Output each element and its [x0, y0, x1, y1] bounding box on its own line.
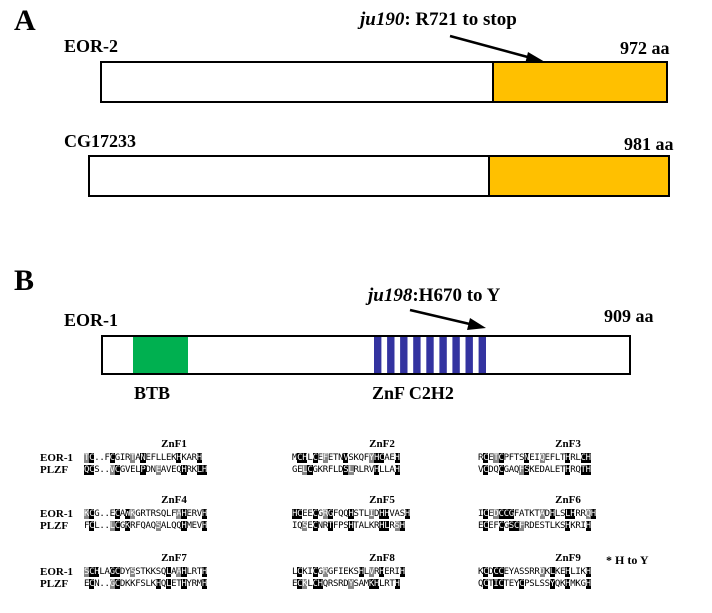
alignment-sequence: SCHLAGCDYSSTKKSQLAAHLRTH — [84, 567, 207, 577]
mutation-gene-name: ju198 — [368, 285, 413, 306]
alignment-sequence: ICEDCCGFATKTADHLSLHRRQH — [478, 509, 596, 519]
znf-alignment-title: ZnF3 — [555, 438, 581, 450]
znf-stripe — [374, 337, 382, 373]
alignment-sequence: QCTICTEYCPSLSSYQKHMKGH — [478, 579, 591, 589]
mutation-description: :H670 to Y — [412, 285, 501, 306]
alignment-sequence: GELCGKRFLDSLRLRVHLLAH — [292, 465, 400, 475]
cg17233-length: 981 aa — [624, 134, 674, 154]
h-to-y-note: * H to Y — [606, 553, 649, 567]
eor1-protein-bar — [101, 335, 631, 375]
btb-label: BTB — [134, 383, 171, 403]
znf-stripe — [387, 337, 395, 373]
btb-domain — [133, 337, 188, 373]
eor1-length: 909 aa — [604, 306, 654, 326]
alignment-sequence: IQSECNRTFPSHTALKRHLRSH — [292, 521, 405, 531]
znf-alignment-title: ZnF8 — [369, 552, 395, 564]
eor2-mutation-label: ju190: R721 to stop — [360, 10, 517, 30]
alignment-sequence: ECN..GCDKKFSLKHQLETHYRMH — [84, 579, 207, 589]
znf-stripe — [465, 337, 473, 373]
eor1-mutation-label: ju198:H670 to Y — [368, 286, 500, 306]
znf-label: ZnF C2H2 — [372, 383, 454, 403]
znf-alignment-title: ZnF6 — [555, 494, 581, 506]
panel-b-letter: B — [14, 264, 35, 297]
znf-stripe — [413, 337, 421, 373]
mutation-description: : R721 to stop — [404, 9, 517, 30]
eor1-mutation-arrow — [409, 308, 486, 330]
eor2-c-terminal-domain — [492, 61, 668, 103]
znf-alignment-title: ZnF5 — [369, 494, 395, 506]
znf-alignment-title: ZnF1 — [161, 438, 187, 450]
alignment-row-name: PLZF — [40, 520, 69, 532]
alignment-row-name: PLZF — [40, 578, 69, 590]
cg17233-c-terminal-domain — [488, 155, 670, 197]
znf-stripe — [439, 337, 447, 373]
alignment-sequence: FCL..LCGKRFQAQSALQQHMEVH — [84, 521, 207, 531]
cg17233-name: CG17233 — [64, 131, 136, 151]
znf-stripe — [478, 337, 486, 373]
znf-alignment-title: ZnF2 — [369, 438, 395, 450]
alignment-row-name: EOR-1 — [40, 452, 73, 464]
alignment-sequence: LCKICGRGFIEKSHLVRHERIH — [292, 567, 405, 577]
eor2-length: 972 aa — [620, 38, 670, 58]
alignment-sequence: HCEECGRGFQQHSTLIDHHVASH — [292, 509, 410, 519]
znf-alignment-title: ZnF9 — [555, 552, 581, 564]
alignment-sequence: ECKLCHQRSRDYSAMKHLRTH — [292, 579, 400, 589]
alignment-sequence: RCETCPFTSNEIQEFLTHRLCH — [478, 453, 591, 463]
eor2-name: EOR-2 — [64, 36, 118, 56]
mutation-gene-name: ju190 — [360, 9, 405, 30]
alignment-sequence: TC..FCGIRTANEFLLEKHKARH — [84, 453, 202, 463]
panel-a-letter: A — [14, 4, 36, 37]
alignment-sequence: ECEFCGSCFRDESTLKSHKRIH — [478, 521, 591, 531]
znf-stripe — [426, 337, 434, 373]
znf-stripe — [452, 337, 460, 373]
znf-alignment-title: ZnF7 — [161, 552, 187, 564]
eor1-name: EOR-1 — [64, 310, 118, 330]
alignment-sequence: QCS..VCGVELPDNEAVEQHRKLH — [84, 465, 207, 475]
znf-alignment-title: ZnF4 — [161, 494, 187, 506]
alignment-sequence: KCG..ECAWKGRTRSQLFAHERVH — [84, 509, 207, 519]
alignment-row-name: EOR-1 — [40, 508, 73, 520]
znf-c2h2-domain — [374, 337, 486, 373]
alignment-sequence: MCHLCEFETNVSKQFYHCAEH — [292, 453, 400, 463]
alignment-sequence: KCDCCEYASSRRDKLKEHLIKH — [478, 567, 591, 577]
znf-stripe — [400, 337, 408, 373]
alignment-row-name: PLZF — [40, 464, 69, 476]
alignment-sequence: VCDQCGAQFSKEDALETHRQTH — [478, 465, 591, 475]
alignment-row-name: EOR-1 — [40, 566, 73, 578]
